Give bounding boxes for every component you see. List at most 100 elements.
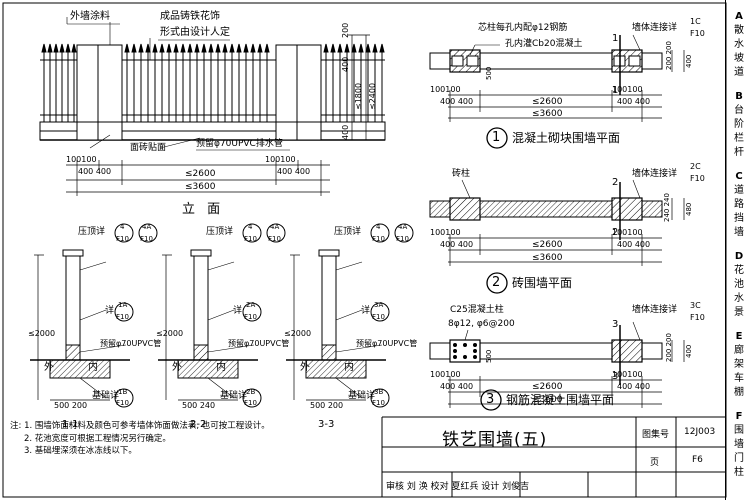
section-detail: 详 [105, 306, 115, 316]
fence-spear [337, 43, 343, 53]
plan1-dim-2600: ≤2600 [532, 97, 563, 107]
label-ironwork-2: 形式由设计人定 [160, 27, 230, 38]
section-ref-1: 4 [248, 223, 253, 231]
fence-spear [138, 43, 144, 53]
sidebar-code: E [735, 331, 743, 342]
plan3-dim-100: 100100 [430, 370, 461, 379]
note-3: 3. 基础埋深须在冰冻线以下。 [24, 446, 137, 456]
section-fref: 1B [118, 388, 128, 396]
plan1-caption-no: 1 [492, 130, 501, 145]
section-ref-bubble [242, 302, 262, 322]
plan2-sec-top: 2 [612, 177, 619, 188]
sidebar-char: 花 [734, 265, 744, 276]
plan3-label-col: C25混凝土柱 [450, 305, 504, 315]
section-cap: 压顶详 [78, 227, 106, 237]
section-ref-f2: F10 [140, 235, 153, 243]
section-name: 1-1 [62, 419, 79, 430]
fence-spear [330, 43, 336, 53]
sheet-border [2, 2, 727, 498]
note-1: 注: 1. 围墙饰面材料及颜色可参考墙体饰面做法表, 也可按工程设计。 [10, 421, 270, 431]
plan3-caption-no: 3 [486, 392, 495, 407]
section-name: 3-3 [318, 419, 335, 430]
section-outside: 外 [300, 362, 310, 373]
sidebar-char: 道 [734, 67, 744, 78]
plan2-ref-bottom: F10 [690, 174, 705, 183]
fence-spear [145, 43, 151, 53]
section-ref-f: F10 [372, 235, 385, 243]
fence-spear [250, 43, 256, 53]
sidebar-char: 杆 [734, 147, 744, 158]
fence-spear [124, 43, 130, 53]
sidebar-code: A [735, 11, 743, 22]
pier-left [76, 44, 100, 141]
fence-spear [222, 43, 228, 53]
fence-spear [180, 43, 186, 53]
plan3-dim-2600: ≤2600 [532, 382, 563, 392]
notes: 注: 1. 围墙饰面材料及颜色可参考墙体饰面做法表, 也可按工程设计。 2. 花… [10, 420, 270, 458]
plan2-ref-top: 2C [690, 162, 701, 171]
fence-spear [229, 43, 235, 53]
fence-spear [166, 43, 172, 53]
label-exterior-paint: 外墙涂料 [70, 11, 110, 22]
section-ref-bubble [242, 223, 262, 243]
title-block: 铁艺围墙(五) 图集号 12J003 页 F6 审核 刘 涣 校对 夏红兵 设计… [382, 417, 726, 497]
fence-spear [236, 43, 242, 53]
sidebar-code: D [734, 251, 744, 262]
plan3-dim-500: 500 [485, 349, 493, 363]
sidebar-char: 柱 [734, 467, 744, 478]
plan2-label-link: 墙体连接详 [632, 169, 678, 179]
plan2-label-pier: 砖柱 [452, 169, 471, 179]
section-fref-f: F10 [244, 399, 257, 407]
section-ref-2: 4A [398, 223, 408, 231]
section-ref-1: 4 [120, 223, 125, 231]
note-2: 2. 花池宽度可根据工程情况另行确定。 [24, 433, 171, 444]
sidebar-char: 阶 [734, 119, 744, 130]
section-line [207, 309, 235, 321]
sidebar-code: F [735, 411, 743, 422]
plan2-dim-400-400r: 400 400 [617, 240, 651, 249]
plan2-caption-no: 2 [492, 275, 501, 290]
plan1-dim-3600: ≤3600 [532, 109, 563, 119]
plan-3-drawing [429, 321, 685, 411]
fence-spear [187, 43, 193, 53]
plan3-ref-top: 3C [690, 301, 701, 310]
section-rect [305, 359, 367, 379]
plan3-dim-400: 400 [685, 344, 693, 358]
section-dref-f: F10 [244, 313, 257, 321]
dim-2400: ≤2400 [368, 82, 377, 110]
fence-spear [372, 43, 378, 53]
section-ref-f2: F10 [268, 235, 281, 243]
section-height: ≤2000 [284, 329, 312, 338]
sidebar-char: 门 [734, 453, 744, 464]
elev-dim-400r: 400 400 [277, 167, 311, 176]
plan3-dim-200: 200 200 [665, 333, 673, 362]
plan-1-drawing [429, 34, 685, 149]
section-inside: 内 [88, 362, 98, 373]
sidebar-char: 坡 [734, 53, 744, 64]
section-rect [49, 359, 111, 379]
fence-spear [344, 43, 350, 53]
sidebar-code: C [735, 171, 743, 182]
section-dref: 2A [246, 301, 256, 309]
section-dref-f: F10 [116, 313, 129, 321]
section-dref-f: F10 [372, 313, 385, 321]
plan1-ref-top: 1C [690, 17, 701, 26]
section-line [335, 309, 363, 321]
sidebar-char: 围 [734, 425, 744, 436]
plan3-dim-400-400: 400 400 [440, 382, 474, 391]
sidebar-char: 架 [734, 359, 744, 370]
fence-spear [243, 43, 249, 53]
sidebar-char: 道 [734, 185, 744, 196]
section-ref-2: 4A [142, 223, 152, 231]
section-line [207, 261, 235, 271]
atlas-no: 12J003 [684, 427, 716, 437]
plan3-label-link: 墙体连接详 [632, 305, 678, 315]
plan1-dim-400: 400 [685, 54, 693, 68]
plan1-caption: 混凝土砌块围墙平面 [512, 131, 621, 145]
plan2-caption: 砖围墙平面 [512, 276, 573, 290]
section-rect [321, 254, 337, 361]
